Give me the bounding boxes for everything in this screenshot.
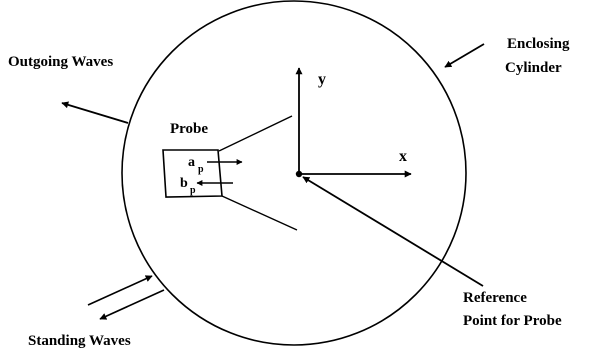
port-a-subscript: p (198, 164, 204, 175)
port-b-subscript: p (190, 185, 196, 196)
probe-lower-flare-line (221, 195, 298, 231)
port-b-label: b (180, 176, 188, 191)
port-a-label: a (188, 155, 195, 170)
x-axis-label: x (399, 148, 407, 165)
probe-label: Probe (170, 121, 208, 137)
enclosing-pointer-arrow (444, 43, 485, 68)
standing-wave-arrow-inward (87, 275, 153, 306)
enclosing-label-line2: Cylinder (505, 60, 562, 76)
enclosing-label-line1: Enclosing (507, 36, 570, 52)
outgoing-waves-arrow (61, 101, 129, 124)
y-axis-label: y (318, 71, 326, 88)
reference-pointer-arrow (302, 176, 484, 287)
enclosing-cylinder-circle (121, 0, 467, 346)
reference-point-dot (295, 170, 303, 178)
standing-wave-arrow-outward (99, 289, 165, 320)
reference-label-line2: Point for Probe (463, 313, 562, 329)
reference-label-line1: Reference (463, 290, 527, 306)
standing-waves-label: Standing Waves (28, 333, 131, 349)
outgoing-waves-label: Outgoing Waves (8, 54, 113, 70)
probe-upper-flare-line (218, 115, 293, 152)
